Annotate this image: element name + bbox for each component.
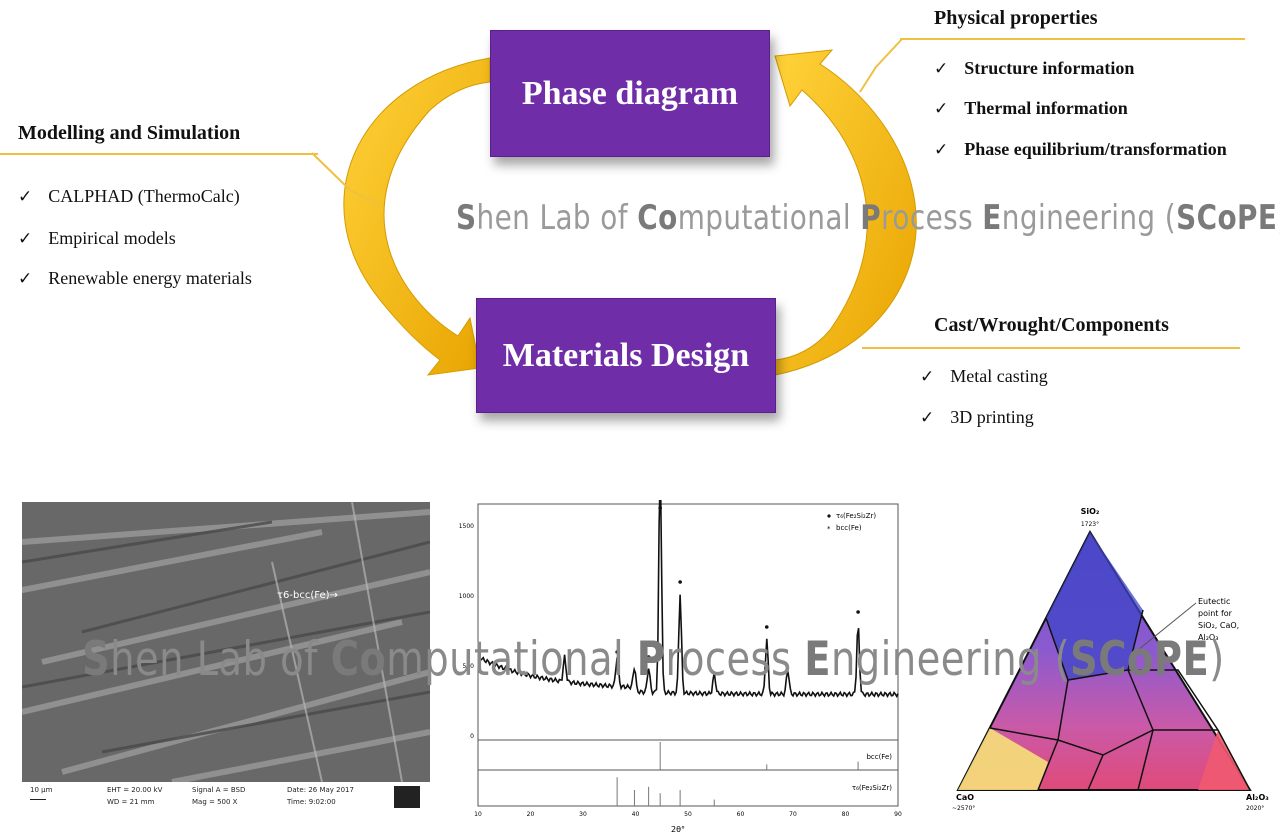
ref-label-tau6: τ₆(Fe₂Si₂Zr) (852, 784, 892, 792)
left-arrow (343, 57, 491, 376)
zeiss-logo (394, 786, 420, 808)
legend-bcc: bcc(Fe) (836, 524, 862, 532)
x-tick-label: 20 (527, 811, 535, 818)
sem-info-bar: 10 µm EHT = 20.00 kV WD = 21 mm Signal A… (22, 782, 430, 814)
sem-phase-label: τ6-bcc(Fe)→ (277, 590, 338, 601)
check-icon: ✓ (934, 139, 949, 160)
modelling-rule (0, 153, 318, 155)
modelling-item-3: ✓ Renewable energy materials (18, 268, 252, 289)
pink-region (1198, 730, 1250, 790)
check-icon: ✓ (920, 366, 935, 387)
modelling-item-2: ✓ Empirical models (18, 228, 176, 249)
x-tick-label: 60 (737, 811, 745, 818)
lime-region (958, 728, 1048, 790)
phase-diagram-box: Phase diagram (490, 30, 770, 157)
sem-scale-text: 10 µm (30, 786, 53, 794)
legend-tau6-marker (827, 514, 831, 518)
sem-scale-bar (30, 799, 46, 800)
sem-micrograph: τ6-bcc(Fe)→ 10 µm EHT = 20.00 kV WD = 21… (22, 502, 430, 814)
x-tick-label: 30 (579, 811, 587, 818)
physical-item-2: ✓ Thermal information (934, 98, 1128, 119)
cycle-arrows (343, 49, 917, 376)
modelling-heading: Modelling and Simulation (18, 122, 241, 144)
x-tick-label: 50 (684, 811, 692, 818)
cast-rule (862, 347, 1240, 349)
blue-region (1046, 532, 1143, 680)
physical-properties-heading: Physical properties (934, 7, 1098, 29)
ternary-apex-top: SiO₂ (1081, 507, 1100, 516)
x-axis-label: 2θ° (671, 825, 685, 834)
peak-marker (646, 655, 651, 659)
y-tick-1500: 1500 (459, 523, 474, 530)
check-icon: ✓ (934, 58, 949, 79)
legend-tau6: τ₆(Fe₂Si₂Zr) (836, 512, 876, 520)
legend-bcc-marker: * (827, 525, 831, 533)
sem-info-1: EHT = 20.00 kV (107, 786, 163, 794)
physical-item-1: ✓ Structure information (934, 58, 1135, 79)
sem-info-4: Mag = 500 X (192, 798, 238, 806)
peak-marker (615, 650, 619, 654)
xrd-chart-panel: 1500 1000 500 0 10 20 30 40 50 60 70 80 90 2θ° τ… (456, 500, 904, 836)
cast-item-1: ✓ Metal casting (920, 366, 1048, 387)
y-tick-1000: 1000 (459, 593, 474, 600)
x-tick-label: 80 (842, 811, 850, 818)
eutectic-line-3: SiO₂, CaO, (1198, 621, 1239, 630)
ref-label-bcc: bcc(Fe) (866, 753, 892, 761)
peak-marker (764, 625, 769, 629)
cast-item-2: ✓ 3D printing (920, 407, 1034, 428)
right-arrow (774, 49, 917, 376)
materials-design-label: Materials Design (502, 336, 750, 374)
modelling-item-1: ✓ CALPHAD (ThermoCalc) (18, 186, 240, 207)
x-tick-label: 10 (474, 811, 482, 818)
eutectic-line-1: Eutectic (1198, 597, 1230, 606)
watermark-bottom: Shen Lab of Computational Process Engine… (82, 632, 1225, 687)
peak-marker (856, 610, 860, 614)
physical-properties-connector (859, 38, 903, 93)
cast-heading: Cast/Wrought/Components (934, 314, 1169, 336)
xrd-chart: 1500 1000 500 0 10 20 30 40 50 60 70 80 90 2θ° τ… (459, 500, 902, 834)
peak-marker (678, 580, 682, 584)
eutectic-pointer (1137, 602, 1197, 651)
watermark-top: Shen Lab of Computational Process Engine… (456, 198, 1280, 238)
sem-texture (22, 502, 430, 782)
eutectic-line-4: Al₂O₃ (1198, 633, 1218, 642)
ternary-apex-right-temp: 2020° (1246, 805, 1264, 812)
ternary-apex-left-temp: ~2570° (952, 805, 975, 812)
check-icon: ✓ (18, 268, 33, 289)
physical-item-3: ✓ Phase equilibrium/transformation (934, 139, 1227, 160)
physical-properties-rule (900, 38, 1245, 40)
modelling-connector (311, 152, 381, 206)
sem-info-5: Date: 26 May 2017 (287, 786, 354, 794)
x-tick-label: 70 (789, 811, 797, 818)
phase-diagram-label: Phase diagram (521, 74, 739, 112)
peak-marker (658, 506, 662, 510)
check-icon: ✓ (934, 98, 949, 119)
sem-info-2: WD = 21 mm (107, 798, 155, 806)
eutectic-line-2: point for (1198, 609, 1233, 618)
ternary-apex-right: Al₂O₃ (1246, 793, 1269, 802)
y-tick-0: 0 (470, 733, 474, 740)
y-tick-500: 500 (463, 663, 475, 670)
sem-info-3: Signal A = BSD (192, 786, 246, 794)
sem-info-6: Time: 9:02:00 (287, 798, 336, 806)
ternary-apex-left: CaO (956, 793, 974, 802)
check-icon: ✓ (18, 186, 33, 207)
check-icon: ✓ (920, 407, 935, 428)
ternary-diagram: SiO₂ 1723° CaO ~2570° Al₂O₃ 2020° Eutect… (952, 507, 1269, 812)
xrd-pattern (477, 500, 899, 699)
ternary-diagram-panel: SiO₂ 1723° CaO ~2570° Al₂O₃ 2020° Eutect… (928, 500, 1280, 836)
x-tick-label: 90 (894, 811, 902, 818)
materials-design-box: Materials Design (476, 298, 776, 413)
x-tick-label: 40 (632, 811, 640, 818)
ternary-apex-top-temp: 1723° (1081, 521, 1099, 528)
check-icon: ✓ (18, 228, 33, 249)
